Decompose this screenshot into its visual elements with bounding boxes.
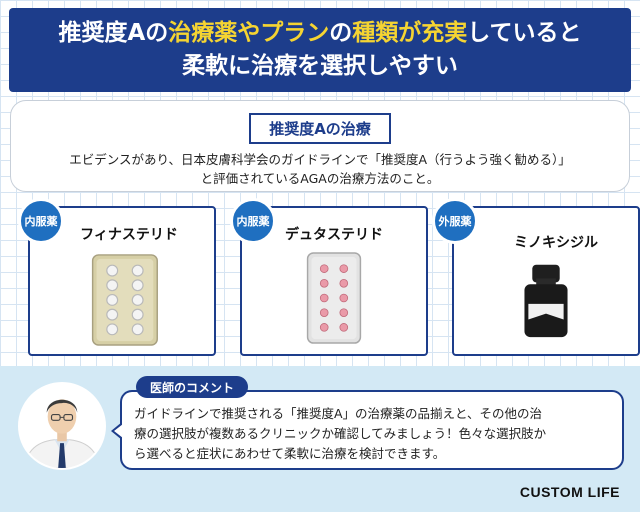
brand-logo: CUSTOM LIFE [519, 484, 620, 500]
medicine-type-badge: 内服薬 [18, 198, 64, 244]
recommendation-box: 推奨度Aの治療 エビデンスがあり、日本皮膚科学会のガイドラインで「推奨度A（行う… [10, 100, 630, 192]
medicine-card-minoxidil: ミノキシジル [452, 206, 640, 356]
medicine-name: フィナステリド [80, 227, 178, 243]
recommendation-title: 推奨度Aの治療 [249, 113, 391, 144]
comment-line: ら選べると症状にあわせて柔軟に治療を検討できます。 [134, 446, 446, 461]
header-text: していると [467, 20, 582, 46]
header-line-2: 柔軟に治療を選択しやすい [182, 53, 458, 79]
doctor-portrait-icon [20, 384, 104, 468]
page-header: 推奨度Aの治療薬やプランの種類が充実していると 柔軟に治療を選択しやすい [9, 8, 631, 92]
comment-label: 医師のコメント [136, 376, 249, 398]
header-highlight: 治療薬やプラン [168, 20, 330, 46]
header-text: 推奨度Aの [58, 20, 169, 46]
comment-line: 療の選択肢が複数あるクリニックか確認してみましょう！色々な選択肢か [134, 426, 547, 441]
description-line: と評価されているAGAの治療方法のこと。 [200, 171, 440, 186]
description-line: エビデンスがあり、日本皮膚科学会のガイドラインで「推奨度A（行うよう強く勧める）… [69, 152, 571, 167]
doctor-comment-section: 医師のコメント ガイドラインで推奨される「推奨度A」の治療薬の品揃えと、その他の… [0, 366, 640, 512]
medicine-name: デュタステリド [285, 227, 383, 243]
comment-text: ガイドラインで推奨される「推奨度A」の治療薬の品揃えと、その他の治 療の選択肢が… [134, 404, 614, 464]
comment-bubble: ガイドラインで推奨される「推奨度A」の治療薬の品揃えと、その他の治 療の選択肢が… [111, 390, 624, 470]
bottle-icon [524, 264, 568, 338]
recommendation-description: エビデンスがあり、日本皮膚科学会のガイドラインで「推奨度A（行うよう強く勧める）… [11, 150, 629, 188]
bubble-tail-inner [114, 424, 123, 438]
comment-line: ガイドラインで推奨される「推奨度A」の治療薬の品揃えと、その他の治 [134, 406, 543, 421]
medicine-card-finasteride: フィナステリド [28, 206, 216, 356]
medicine-name: ミノキシジル [514, 235, 598, 251]
medicine-type-badge: 外服薬 [432, 198, 478, 244]
pill-pack-icon [91, 254, 158, 346]
header-highlight: 種類が充実 [352, 20, 468, 46]
doctor-avatar [18, 382, 106, 470]
medicine-type-badge: 内服薬 [230, 198, 276, 244]
header-text: の [329, 20, 353, 46]
header-line-1: 推奨度Aの治療薬やプランの種類が充実していると [9, 17, 631, 50]
capsule-pack-icon [306, 252, 362, 344]
